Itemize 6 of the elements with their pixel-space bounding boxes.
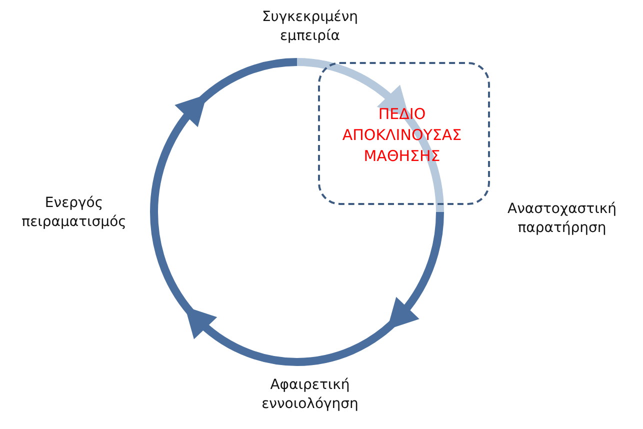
region-label: ΠΕΔΙΟ ΑΠΟΚΛΙΝΟΥΣΑΣ ΜΑΘΗΣΗΣ (341, 104, 463, 167)
stage-label: Αφαιρετική εννοιολόγηση (260, 376, 360, 414)
dashed-region-box (318, 62, 490, 205)
stage-label: Αναστοχαστική παρατήρηση (506, 200, 618, 238)
stage-label: Συγκεκριμένη εμπειρία (260, 8, 360, 46)
stage-label: Ενεργός πειραματισμός (20, 194, 128, 232)
